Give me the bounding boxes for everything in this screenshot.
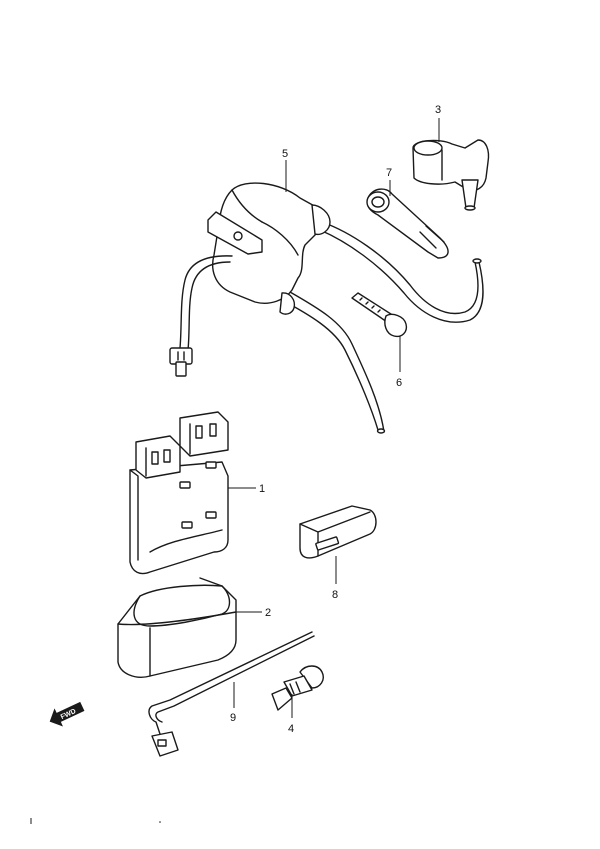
spark-plug-cap-part[interactable]: [412, 139, 490, 211]
callout-9: 9: [230, 712, 236, 724]
callout-4: 4: [288, 723, 294, 735]
corner-marks: [30, 818, 161, 824]
rivet-part[interactable]: [271, 665, 324, 711]
leader-lines: [228, 118, 440, 718]
callout-6: 6: [396, 377, 402, 389]
fwd-arrow-icon: FWD: [49, 701, 85, 727]
callout-8: 8: [332, 589, 338, 601]
callout-1: 1: [259, 483, 265, 495]
coil-boot-part[interactable]: [366, 188, 449, 259]
cdi-unit-part[interactable]: [129, 411, 229, 575]
callout-3: 3: [435, 104, 441, 116]
clamp-plate-part[interactable]: [299, 505, 377, 559]
fwd-label: FWD: [60, 708, 77, 721]
callout-labels: 1 2 3 4 5 6 7 8 9: [230, 104, 441, 735]
bolt-part[interactable]: [351, 292, 408, 338]
callout-2: 2: [265, 607, 271, 619]
wire-lead-part[interactable]: [148, 631, 315, 757]
callout-7: 7: [386, 167, 392, 179]
cdi-holder-part[interactable]: [117, 577, 237, 678]
ignition-coil-part[interactable]: [169, 182, 484, 434]
callout-5: 5: [282, 148, 288, 160]
